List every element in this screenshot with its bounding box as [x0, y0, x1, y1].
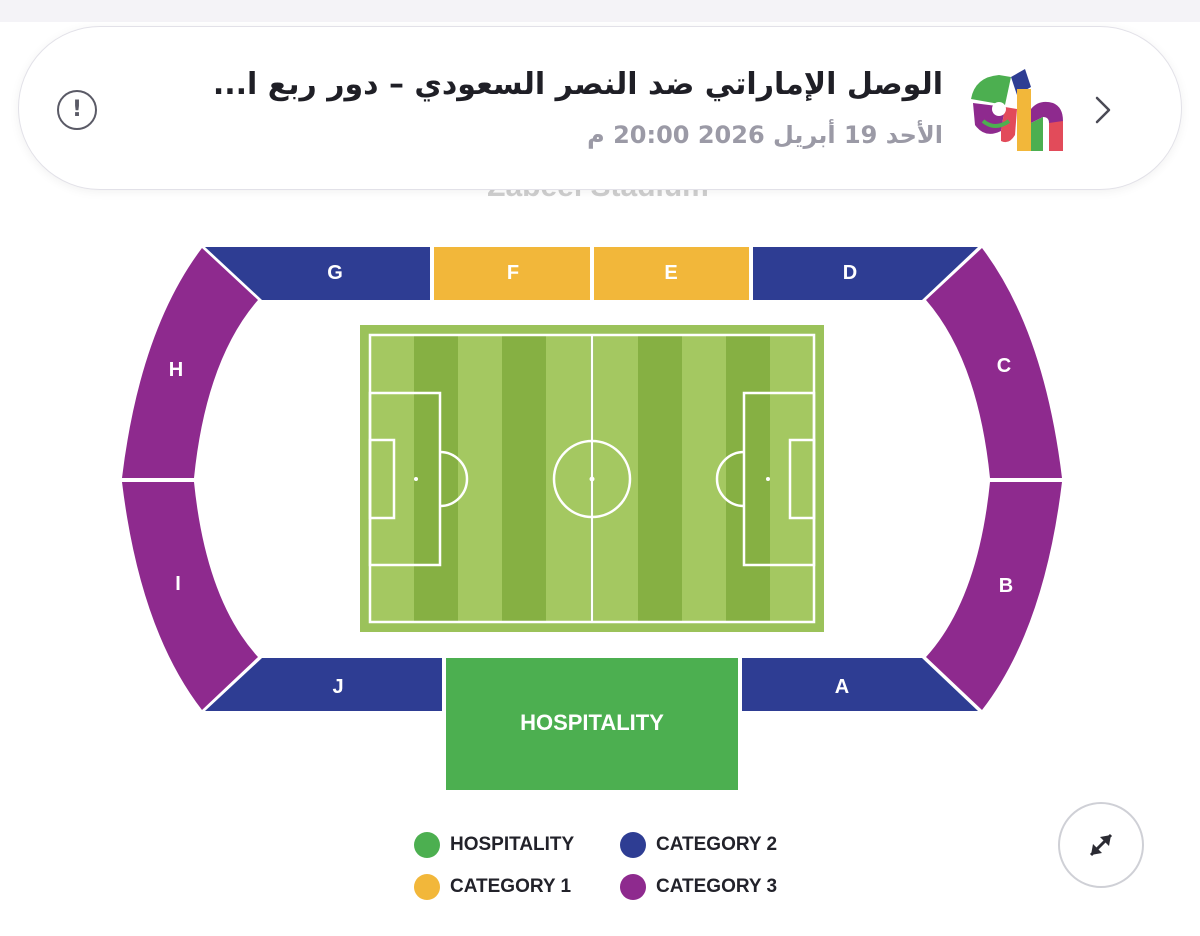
- legend-item-category-1: CATEGORY 1: [414, 872, 571, 902]
- section-e[interactable]: [594, 247, 749, 300]
- section-b-label: B: [999, 575, 1013, 597]
- stadium-legend: HOSPITALITY CATEGORY 2 CATEGORY 1 CATEGO…: [414, 828, 814, 908]
- section-j-label: J: [332, 676, 343, 698]
- section-f-label: F: [507, 262, 519, 284]
- section-a-label: A: [835, 676, 849, 698]
- legend-label: CATEGORY 2: [656, 834, 778, 855]
- legend-dot: [620, 832, 646, 858]
- legend-label: HOSPITALITY: [450, 834, 575, 855]
- brand-logo: [971, 69, 1063, 151]
- legend-label: CATEGORY 3: [656, 876, 778, 897]
- section-c[interactable]: [926, 248, 1062, 478]
- section-d-label: D: [843, 262, 857, 284]
- legend-item-category-2: CATEGORY 2: [620, 830, 777, 860]
- section-h[interactable]: [122, 248, 258, 478]
- expand-arrows-icon: [1089, 833, 1113, 857]
- info-icon[interactable]: !: [57, 90, 97, 130]
- section-f[interactable]: [434, 247, 590, 300]
- legend-dot: [414, 832, 440, 858]
- legend-item-hospitality: HOSPITALITY: [414, 830, 574, 860]
- event-datetime: الأحد 19 أبريل 2026 20:00 م: [587, 121, 943, 149]
- chevron-right-icon[interactable]: [1091, 90, 1117, 130]
- section-e-label: E: [664, 262, 677, 284]
- section-i-label: I: [175, 573, 181, 595]
- section-b[interactable]: [926, 482, 1062, 710]
- section-h-label: H: [169, 359, 183, 381]
- section-hospitality-label: HOSPITALITY: [520, 710, 664, 735]
- section-g[interactable]: [205, 247, 430, 300]
- section-d[interactable]: [753, 247, 978, 300]
- event-title: الوصل الإماراتي ضد النصر السعودي – دور ر…: [212, 67, 943, 102]
- section-j[interactable]: [205, 658, 442, 711]
- status-area: [0, 0, 1200, 22]
- section-hospitality[interactable]: [446, 658, 738, 790]
- football-pitch: [360, 325, 824, 632]
- section-a[interactable]: [742, 658, 978, 711]
- section-c-label: C: [997, 355, 1011, 377]
- section-g-label: G: [327, 262, 343, 284]
- legend-item-category-3: CATEGORY 3: [620, 872, 777, 902]
- event-card[interactable]: ! الوصل الإماراتي ضد النصر السعودي – دور…: [18, 26, 1182, 190]
- legend-label: CATEGORY 1: [450, 876, 572, 897]
- expand-button[interactable]: [1058, 802, 1144, 888]
- legend-dot: [414, 874, 440, 900]
- legend-dot: [620, 874, 646, 900]
- section-i[interactable]: [122, 482, 258, 710]
